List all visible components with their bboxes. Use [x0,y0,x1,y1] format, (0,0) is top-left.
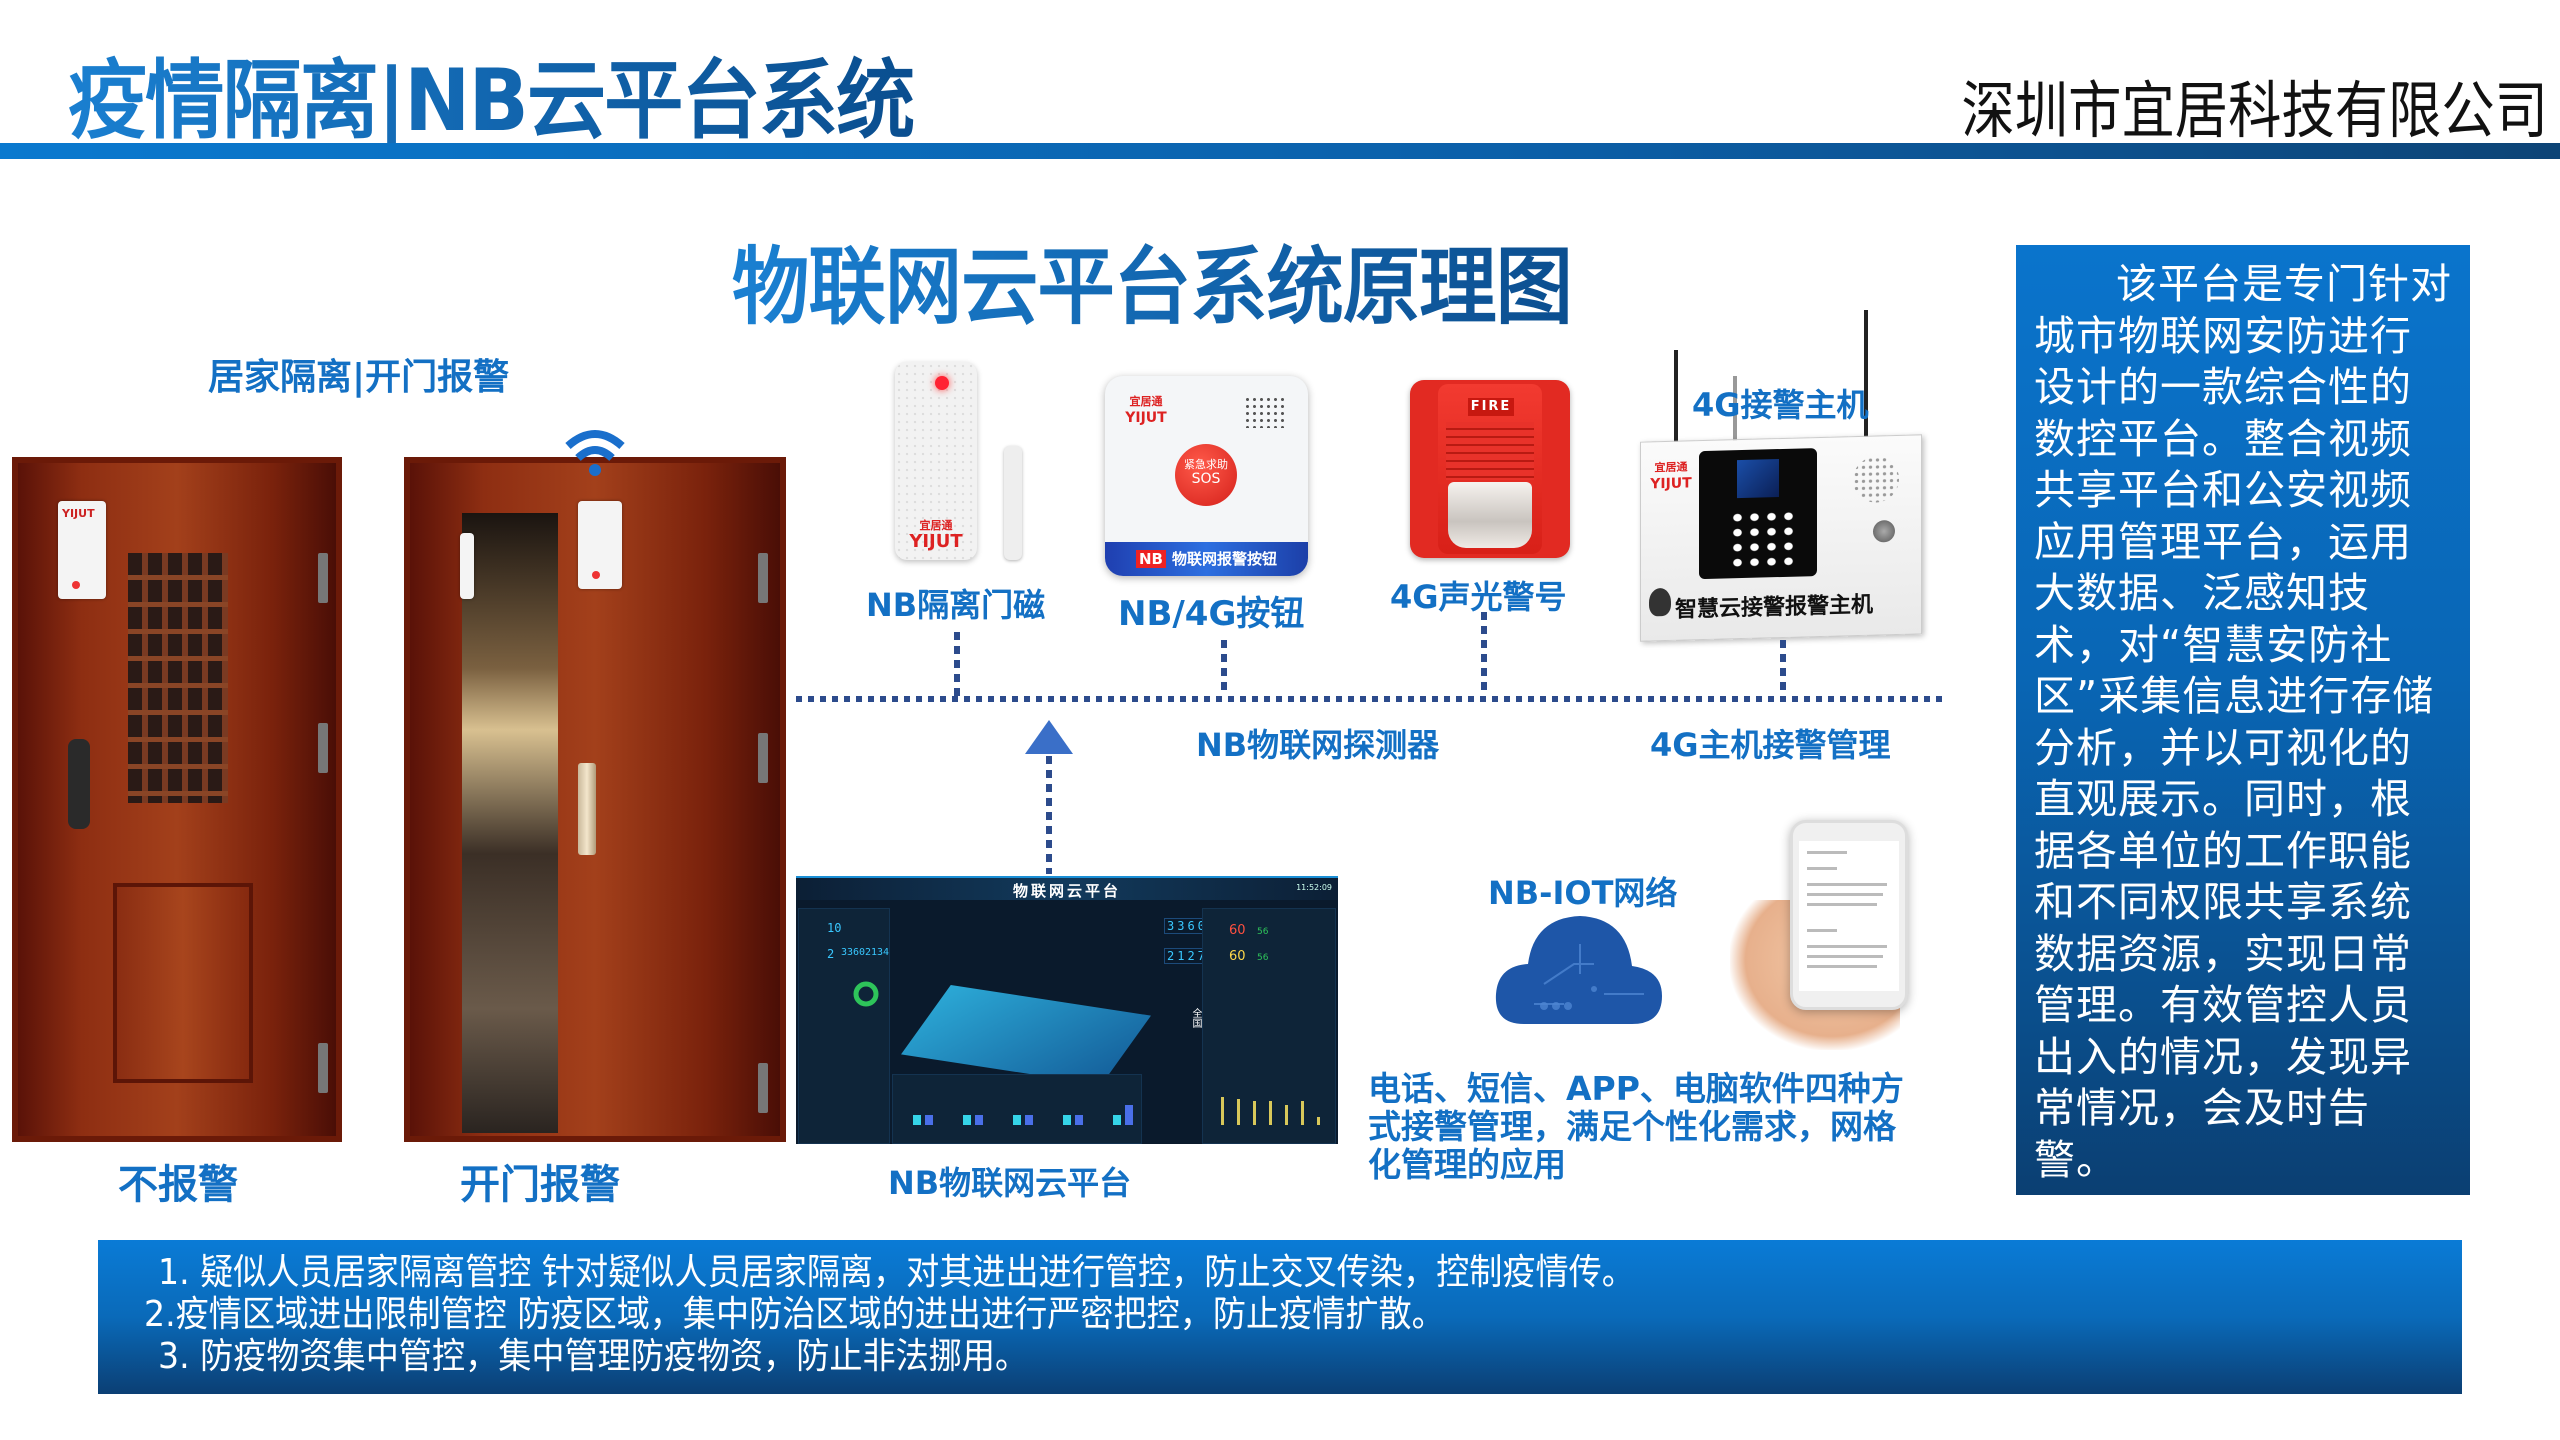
door-magnet-icon [460,533,474,599]
door-grille [128,553,228,803]
main-title: 疫情隔离|NB云平台系统 [68,30,915,155]
door-state-label-closed: 不报警 [118,1162,238,1208]
sos-red-button: 紧急求助 SOS [1175,444,1237,506]
closed-door-image: YIJUT [12,457,342,1142]
network-label: NB-IOT网络 [1488,874,1678,912]
bus-label-host-management: 4G主机接警管理 [1650,726,1891,764]
smartphone-icon [1790,820,1908,1010]
door-panel [113,883,253,1083]
police-badge-icon [1649,587,1671,617]
cloud-platform-dashboard: 物联网云平台 11:52:09 10 2 3360 2134 3360 2127… [796,876,1338,1144]
arrow-up-icon [1025,720,1073,754]
contact-methods-text: 电话、短信、APP、电脑软件四种方式接警管理，满足个性化需求，网格化管理的应用 [1368,1069,1904,1184]
dashboard-title: 物联网云平台 [1012,882,1121,900]
description-text: 该平台是专门针对城市物联网安防进行设计的一款综合性的数控平台。整合视频共享平台和… [2034,260,2452,1184]
speaker-grille-icon [1853,455,1899,504]
wifi-signal-icon [565,430,625,476]
alarm-host-icon: 宜居通 YIJUT 智慧云接警报警主机 [1640,434,1922,642]
device-label-siren: 4G声光警号 [1390,578,1567,616]
open-doorway [462,513,558,1133]
cloud-icon [1495,916,1662,1024]
open-door-image [404,457,786,1142]
company-name: 深圳市宜居科技有限公司 [1961,74,2548,147]
feature-item: 3. 防疫物资集中管控，集中管理防疫物资，防止非法挪用。 [158,1336,1029,1377]
connector-door-sensor [954,632,960,696]
dashboard-time: 11:52:09 [1296,883,1332,892]
feature-item: 1. 疑似人员居家隔离管控 针对疑似人员居家隔离，对其进出进行管控，防止交叉传染… [158,1252,1635,1293]
connector-platform [1046,756,1052,874]
donut-chart-icon [853,981,879,1007]
host-display [1699,448,1817,580]
network-bus-line [796,696,1946,702]
speaker-grille-icon [1244,396,1286,428]
connector-alarm-host [1780,640,1786,696]
door-sensor-icon [578,501,622,589]
antenna-icon [1733,376,1737,446]
platform-caption: NB物联网云平台 [888,1164,1132,1202]
antenna-icon [1864,310,1868,444]
phone-app-screen [1799,841,1899,991]
connector-sos-button [1221,640,1227,696]
dashboard-3d-map [901,985,1151,1085]
antenna-icon [1674,350,1678,446]
bus-label-detector: NB物联网探测器 [1196,726,1440,764]
diagram-title: 物联网云平台系统原理图 [732,220,1573,341]
device-label-sos-button: NB/4G按钮 [1118,594,1305,634]
header-divider [0,143,2560,159]
device-label-door-sensor: NB隔离门磁 [866,586,1046,624]
key-lock-icon [1873,520,1895,543]
features-panel: 1. 疑似人员居家隔离管控 针对疑似人员居家隔离，对其进出进行管控，防止交叉传染… [98,1240,2462,1394]
connector-siren [1481,612,1487,696]
smart-lock-icon [68,739,90,829]
device-label-alarm-host: 4G接警主机 [1692,386,1869,424]
door-magnet-icon [1004,446,1022,560]
keypad-icon [1729,508,1799,569]
door-handle-icon [578,763,596,855]
description-panel: 该平台是专门针对城市物联网安防进行设计的一款综合性的数控平台。整合视频共享平台和… [2016,245,2470,1195]
feature-item: 2.疫情区域进出限制管控 防疫区域，集中防治区域的进出进行严密把控，防止疫情扩散… [144,1294,1445,1335]
door-state-label-open: 开门报警 [460,1162,620,1208]
home-isolation-label: 居家隔离|开门报警 [208,357,510,398]
nb-door-sensor-device: 宜居通 YIJUT [895,362,977,560]
siren-icon: FIRE [1410,380,1570,558]
door-sensor-icon: YIJUT [58,501,106,599]
